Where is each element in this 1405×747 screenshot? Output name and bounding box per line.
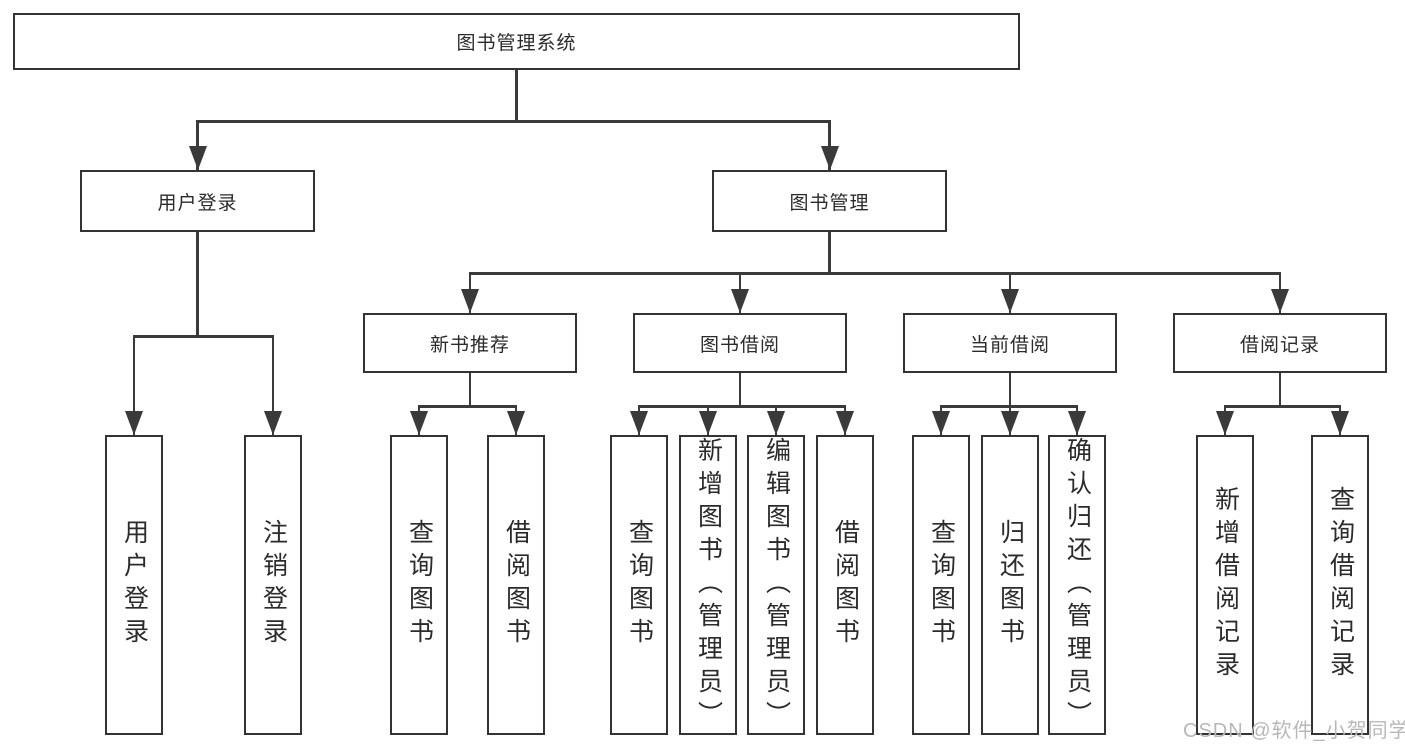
arrowhead-down-icon: [630, 411, 648, 435]
tree-node-leaf-confirm-return-admin: 确认归还（管理员）: [1048, 435, 1106, 735]
tree-node-label: 归还图书: [996, 519, 1025, 651]
tree-node-leaf-query-book-borrow: 查询图书: [610, 435, 668, 735]
tree-node-leaf-user-login: 用户登录: [105, 435, 163, 735]
tree-node-label: 新增图书（管理员）: [694, 436, 723, 734]
tree-node-label: 新书推荐: [429, 334, 510, 356]
tree-node-leaf-query-book-recommend: 查询图书: [390, 435, 448, 735]
arrowhead-down-icon: [932, 411, 950, 435]
arrowhead-down-icon: [188, 146, 207, 170]
arrowhead-down-icon: [820, 146, 839, 170]
tree-node-label: 借阅图书: [831, 519, 860, 651]
arrowhead-down-icon: [1068, 411, 1086, 435]
tree-node-label: 编辑图书（管理员）: [762, 436, 791, 734]
connector-drop: [196, 120, 199, 170]
arrowhead-down-icon: [1001, 411, 1019, 435]
tree-node-label: 查询借阅记录: [1326, 486, 1355, 684]
tree-node-book-management: 图书管理: [712, 170, 947, 232]
connector-bar: [196, 120, 831, 123]
tree-node-leaf-add-book-admin: 新增图书（管理员）: [679, 435, 737, 735]
connector-trunk: [738, 373, 742, 408]
arrowhead-down-icon: [461, 289, 479, 313]
tree-node-label: 用户登录: [120, 519, 149, 651]
arrowhead-down-icon: [1271, 289, 1289, 313]
tree-node-label: 当前借阅: [969, 334, 1050, 356]
tree-node-label: 查询图书: [405, 519, 434, 651]
connector-bar: [637, 405, 847, 408]
arrowhead-down-icon: [1216, 411, 1234, 435]
connector-trunk: [828, 232, 831, 275]
tree-node-label: 借阅图书: [502, 519, 531, 651]
tree-node-new-book-recommend: 新书推荐: [363, 313, 577, 373]
tree-node-label: 注销登录: [259, 519, 288, 651]
arrowhead-down-icon: [507, 411, 525, 435]
tree-node-leaf-edit-book-admin: 编辑图书（管理员）: [747, 435, 805, 735]
arrowhead-down-icon: [1331, 411, 1349, 435]
tree-node-label: 新增借阅记录: [1211, 486, 1240, 684]
connector-trunk: [1278, 373, 1282, 408]
tree-node-label: 图书管理系统: [456, 33, 577, 54]
tree-node-label: 图书借阅: [699, 334, 780, 356]
tree-node-root: 图书管理系统: [13, 13, 1020, 70]
tree-node-label: 查询图书: [625, 519, 654, 651]
connector-drop: [132, 335, 136, 435]
tree-node-label: 图书管理: [789, 192, 870, 214]
arrowhead-down-icon: [767, 411, 785, 435]
connector-bar: [468, 272, 1282, 275]
arrowhead-down-icon: [125, 411, 143, 435]
connector-trunk: [196, 232, 199, 338]
tree-node-leaf-logout: 注销登录: [244, 435, 302, 735]
connector-trunk: [1008, 373, 1012, 408]
tree-node-leaf-return-book: 归还图书: [981, 435, 1039, 735]
tree-node-user-login: 用户登录: [80, 170, 315, 232]
tree-node-current-borrow: 当前借阅: [903, 313, 1117, 373]
arrowhead-down-icon: [264, 411, 282, 435]
tree-node-leaf-query-book-current: 查询图书: [912, 435, 970, 735]
tree-node-leaf-add-borrow-record: 新增借阅记录: [1196, 435, 1254, 735]
connector-bar: [132, 335, 275, 338]
arrowhead-down-icon: [731, 289, 749, 313]
tree-node-label: 确认归还（管理员）: [1063, 436, 1092, 734]
connector-trunk: [468, 373, 472, 408]
connector-trunk: [515, 70, 518, 123]
connector-drop: [828, 120, 831, 170]
arrowhead-down-icon: [410, 411, 428, 435]
tree-node-label: 借阅记录: [1239, 334, 1320, 356]
tree-node-leaf-borrow-book: 借阅图书: [816, 435, 874, 735]
tree-node-borrow-records: 借阅记录: [1173, 313, 1387, 373]
tree-node-label: 查询图书: [927, 519, 956, 651]
tree-node-leaf-borrow-book-recommend: 借阅图书: [487, 435, 545, 735]
arrowhead-down-icon: [1001, 289, 1019, 313]
tree-node-label: 用户登录: [157, 192, 238, 214]
watermark: CSDN @软件_小贺同学: [1183, 720, 1405, 742]
arrowhead-down-icon: [836, 411, 854, 435]
tree-node-leaf-query-borrow-record: 查询借阅记录: [1311, 435, 1369, 735]
connector-bar: [417, 405, 518, 408]
connector-drop: [271, 335, 275, 435]
tree-node-book-borrow: 图书借阅: [633, 313, 847, 373]
arrowhead-down-icon: [699, 411, 717, 435]
connector-bar: [1223, 405, 1342, 408]
